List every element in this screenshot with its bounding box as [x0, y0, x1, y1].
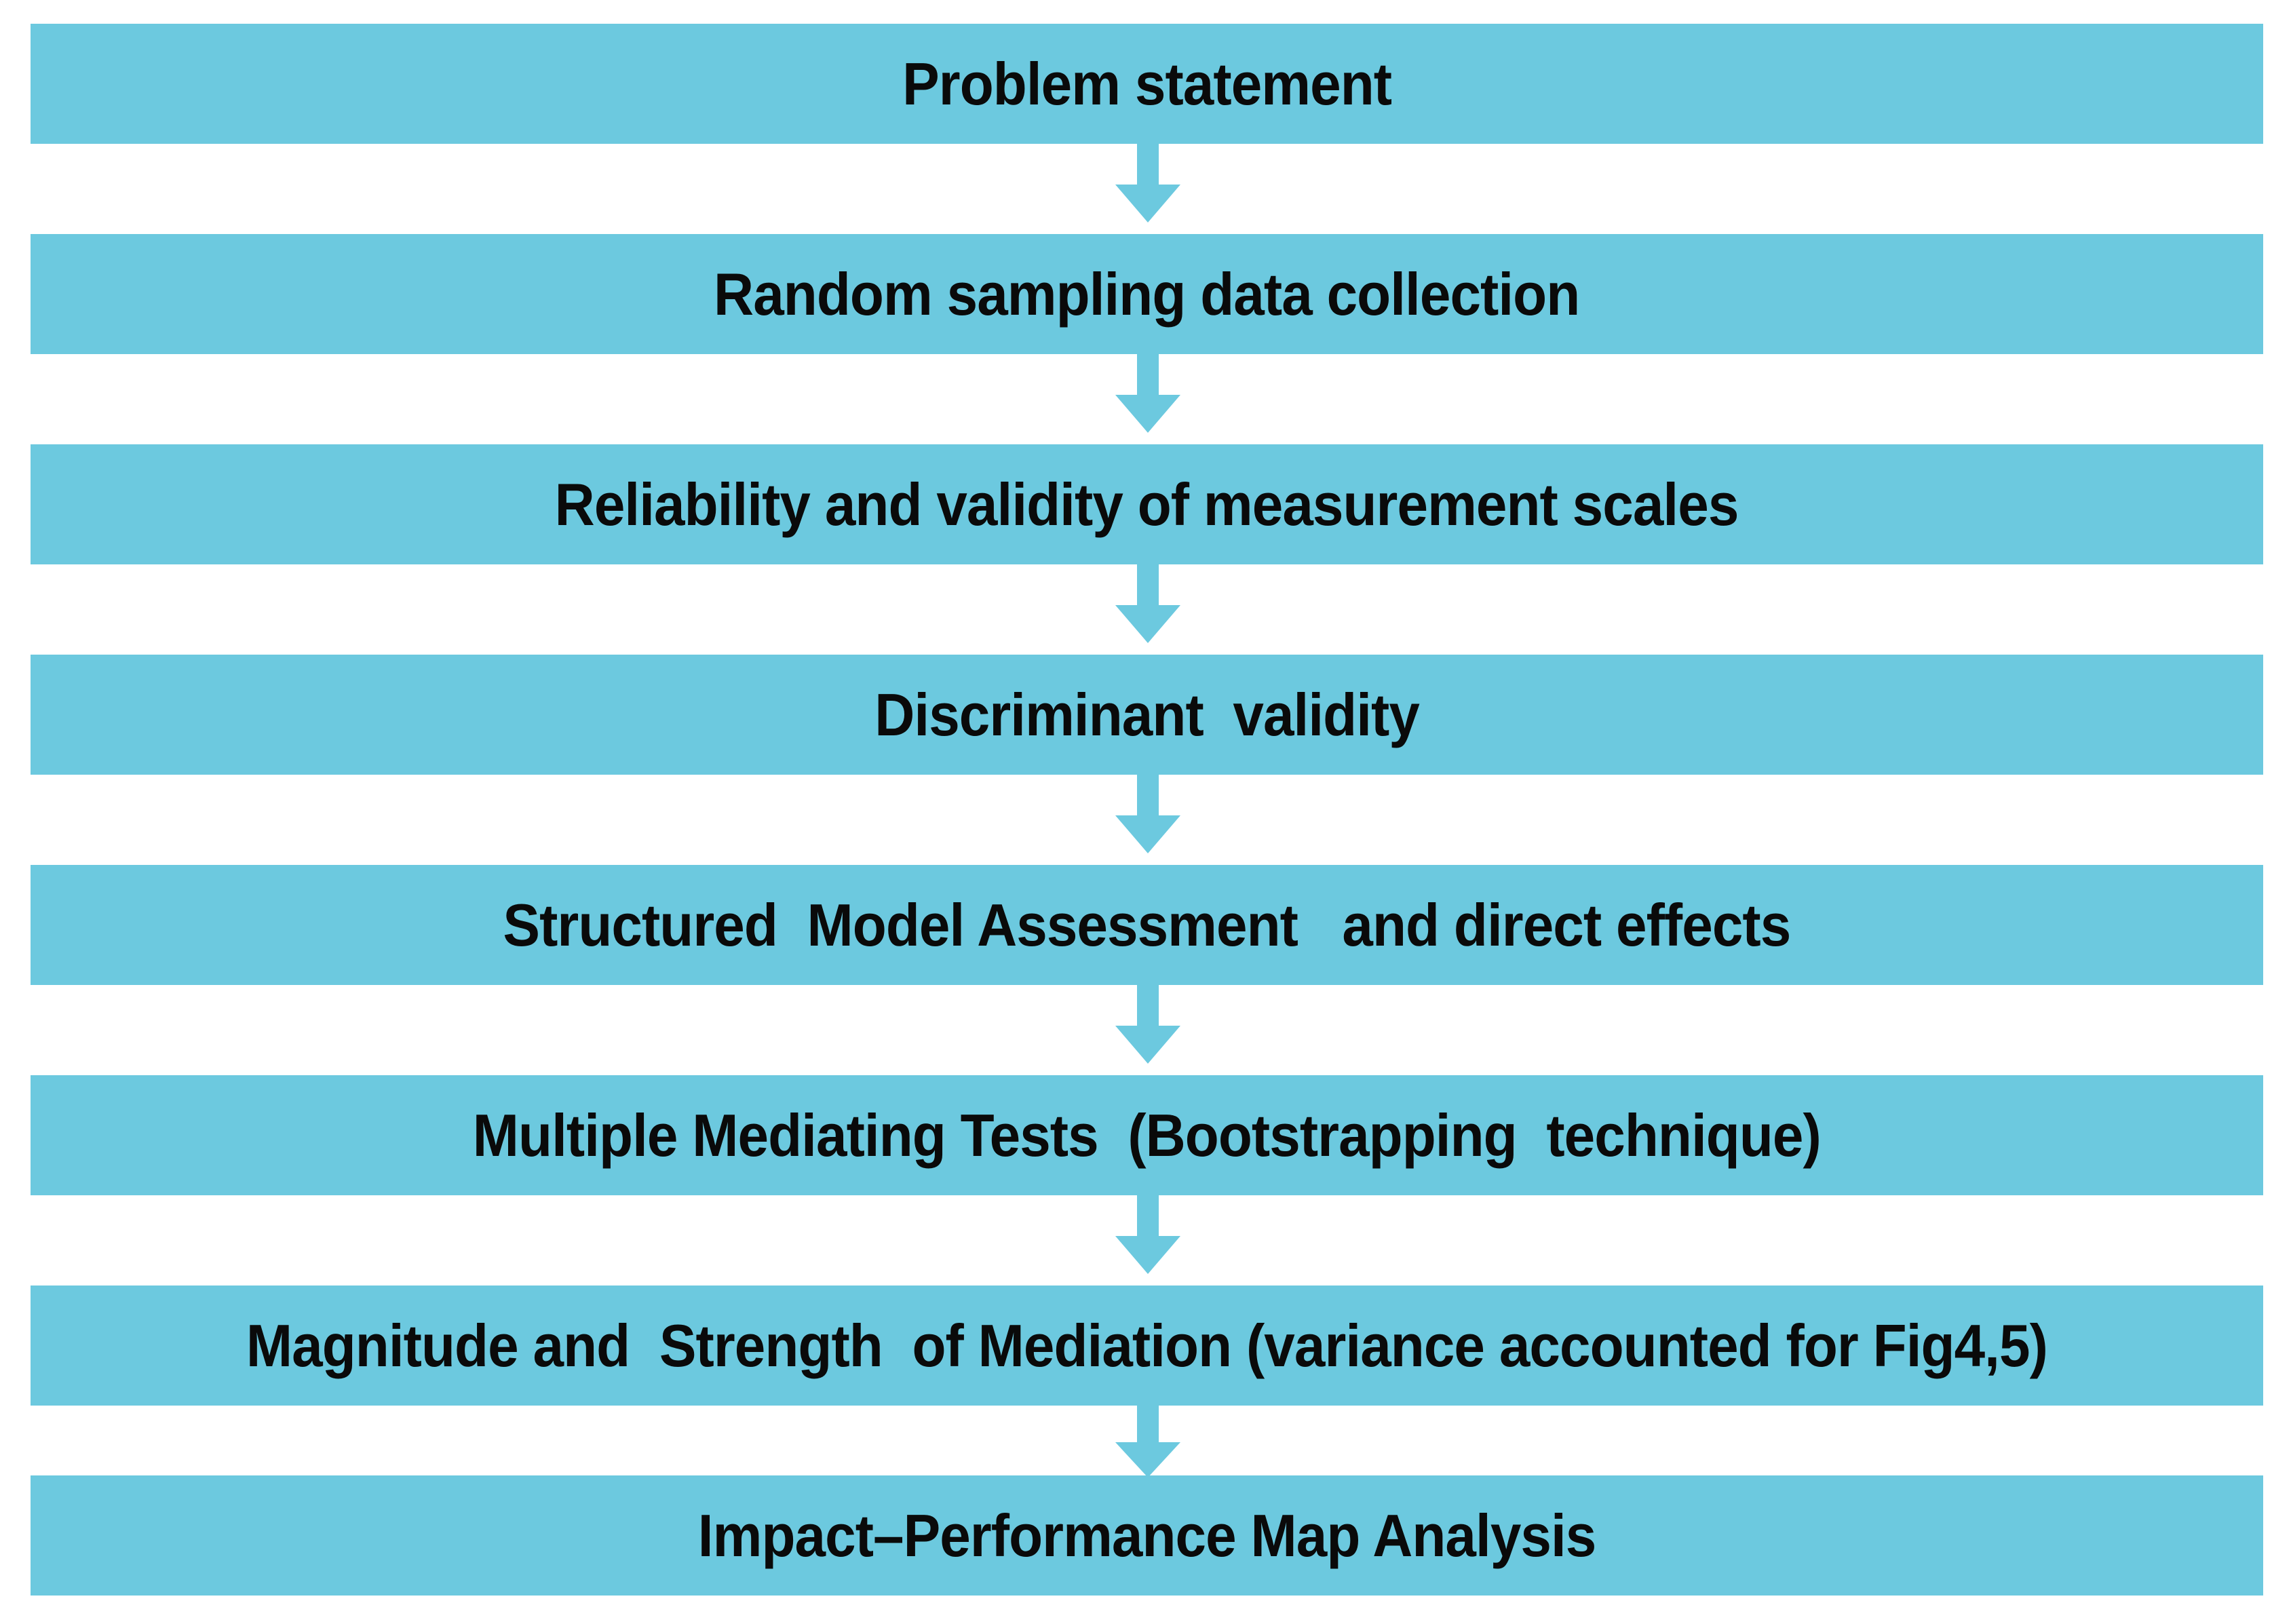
down-arrow-icon — [1115, 984, 1180, 1064]
down-arrow-icon — [1115, 1194, 1180, 1274]
down-arrow-icon — [1115, 773, 1180, 853]
flow-step-label: Random sampling data collection — [714, 260, 1580, 328]
flow-step-problem-statement: Problem statement — [31, 24, 2263, 144]
down-arrow-icon — [1115, 563, 1180, 643]
down-arrow-icon — [1115, 1404, 1180, 1477]
down-arrow-icon — [1115, 353, 1180, 433]
flow-step-impact-performance-map-analysis: Impact–Performance Map Analysis — [31, 1475, 2263, 1596]
flow-step-label: Multiple Mediating Tests (Bootstrapping … — [472, 1101, 1822, 1169]
flow-step-label: Structured Model Assessment and direct e… — [503, 891, 1792, 959]
flow-step-random-sampling-data-collection: Random sampling data collection — [31, 234, 2263, 354]
flow-step-label: Magnitude and Strength of Mediation (var… — [246, 1311, 2048, 1379]
flow-step-magnitude-and-strength-of-mediation: Magnitude and Strength of Mediation (var… — [31, 1285, 2263, 1406]
flow-step-label: Discriminant validity — [874, 680, 1420, 748]
down-arrow-icon — [1115, 142, 1180, 223]
flow-step-multiple-mediating-tests: Multiple Mediating Tests (Bootstrapping … — [31, 1075, 2263, 1195]
flow-step-label: Reliability and validity of measurement … — [555, 470, 1739, 538]
flow-step-structured-model-assessment-and-direct-effects: Structured Model Assessment and direct e… — [31, 865, 2263, 985]
flow-step-label: Problem statement — [902, 50, 1392, 117]
flow-step-discriminant-validity: Discriminant validity — [31, 655, 2263, 775]
flow-step-reliability-and-validity-of-measurement-scales: Reliability and validity of measurement … — [31, 444, 2263, 564]
flow-step-label: Impact–Performance Map Analysis — [697, 1501, 1597, 1569]
